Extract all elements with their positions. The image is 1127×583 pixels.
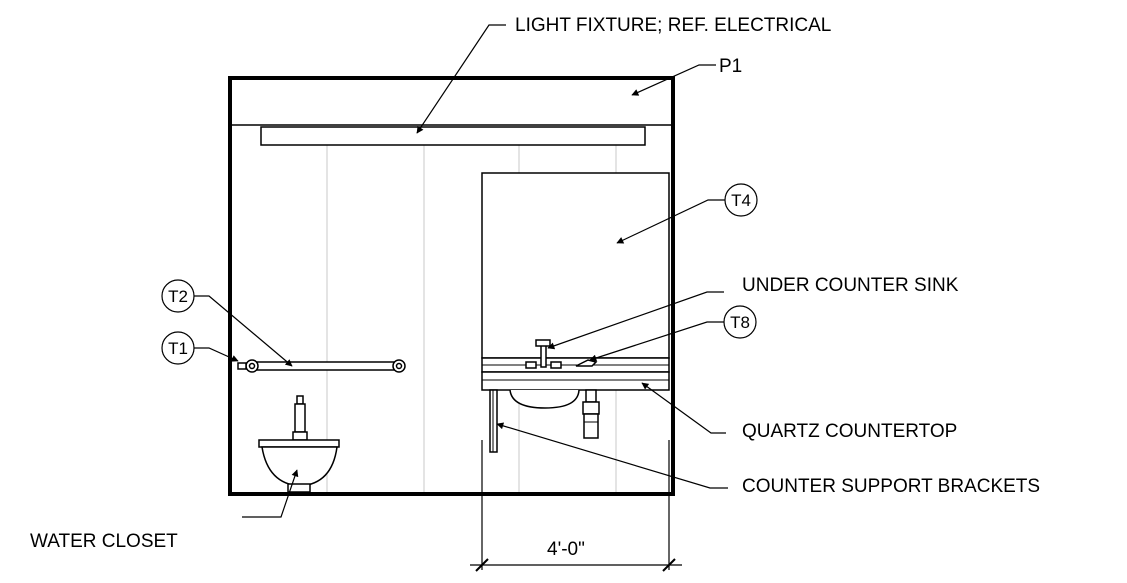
tag-t8: T8 bbox=[730, 313, 750, 332]
label-quartz-countertop: QUARTZ COUNTERTOP bbox=[742, 421, 957, 442]
leader-quartz bbox=[641, 382, 726, 434]
tag-t1: T1 bbox=[168, 339, 188, 358]
room-outline bbox=[228, 76, 675, 496]
sink-trap bbox=[582, 389, 600, 439]
light-fixture bbox=[260, 126, 646, 146]
water-closet bbox=[258, 395, 340, 493]
tag-circles bbox=[161, 183, 758, 365]
tag-t4: T4 bbox=[731, 191, 751, 210]
label-p1: P1 bbox=[719, 56, 742, 77]
leader-t4 bbox=[616, 199, 725, 244]
sink-bowl bbox=[509, 389, 580, 409]
leader-water-closet bbox=[242, 469, 299, 518]
grab-bar bbox=[237, 359, 406, 373]
tile-joints bbox=[326, 145, 617, 493]
faucet bbox=[525, 339, 562, 369]
leader-t8 bbox=[589, 321, 724, 362]
countertop bbox=[481, 357, 670, 391]
dimension-label: 4'-0" bbox=[547, 539, 585, 560]
tag-t2: T2 bbox=[168, 287, 188, 306]
leader-brackets bbox=[496, 422, 728, 489]
label-counter-support-brackets: COUNTER SUPPORT BRACKETS bbox=[742, 476, 1040, 497]
leader-t1 bbox=[194, 347, 239, 362]
label-water-closet: WATER CLOSET bbox=[30, 531, 178, 552]
soap-dispenser-icon bbox=[575, 359, 598, 367]
dimension-line bbox=[470, 440, 682, 572]
label-under-counter-sink: UNDER COUNTER SINK bbox=[742, 275, 959, 296]
leader-lines bbox=[194, 24, 728, 518]
counter-support-bracket bbox=[489, 389, 498, 453]
leader-sink bbox=[547, 291, 724, 350]
leader-p1 bbox=[631, 64, 716, 96]
mirror-panel bbox=[481, 172, 670, 359]
leader-light-fixture bbox=[416, 24, 506, 134]
label-light-fixture: LIGHT FIXTURE; REF. ELECTRICAL bbox=[515, 15, 831, 36]
leader-t2 bbox=[194, 295, 293, 367]
